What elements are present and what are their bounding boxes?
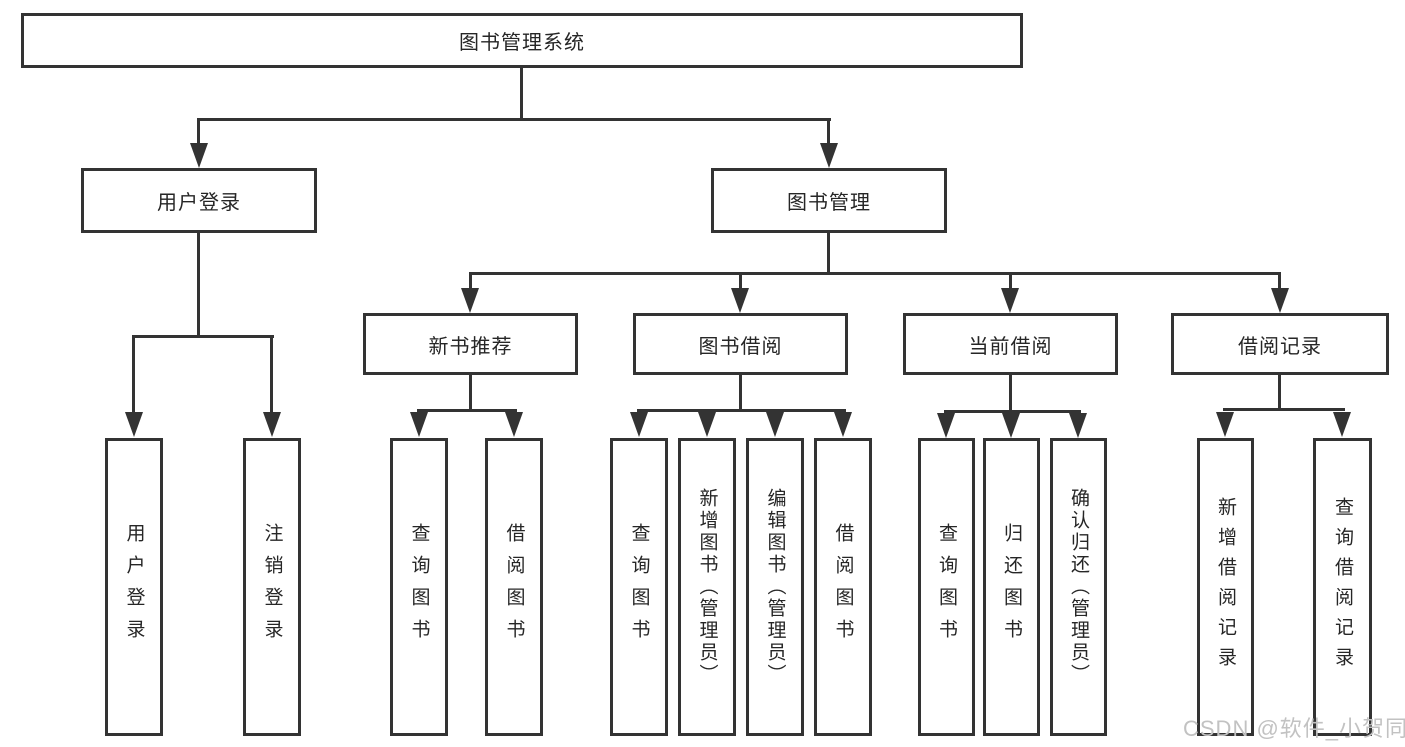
leaf-user-login: 用户登录: [105, 438, 163, 736]
node-label: 图书借阅: [698, 335, 783, 358]
node-new-book-recommend: 新书推荐: [363, 313, 578, 375]
connector-borrow-hline: [637, 409, 846, 412]
arrowhead-down-icon: [1069, 413, 1087, 438]
arrowhead-down-icon: [820, 143, 838, 168]
arrowhead-down-icon: [1271, 288, 1289, 313]
node-label: 用户登录: [157, 192, 241, 214]
arrowhead-down-icon: [1216, 412, 1234, 437]
csdn-watermark: CSDN @软件_小贺同学: [1183, 716, 1405, 741]
leaf-label: 编辑图书（管理员）: [764, 488, 786, 686]
connector-stub-borrow: [739, 272, 742, 290]
arrowhead-down-icon: [731, 288, 749, 313]
connector-current-vline: [1009, 375, 1012, 413]
leaf-label: 用户登录: [123, 523, 145, 651]
node-borrow-record: 借阅记录: [1171, 313, 1389, 375]
leaf-logout: 注销登录: [243, 438, 301, 736]
arrowhead-down-icon: [1001, 288, 1019, 313]
connector-bookmgmt-vline: [827, 233, 830, 275]
leaf-query-book-1: 查询图书: [390, 438, 448, 736]
arrowhead-down-icon: [630, 412, 648, 437]
arrowhead-down-icon: [834, 412, 852, 437]
arrowhead-down-icon: [1333, 412, 1351, 437]
connector-stub-newbook: [469, 272, 472, 290]
connector-stub-current: [1009, 272, 1012, 290]
leaf-add-book-admin: 新增图书（管理员）: [678, 438, 736, 736]
connector-stub-book-mgmt: [827, 118, 830, 148]
leaf-edit-book-admin: 编辑图书（管理员）: [746, 438, 804, 736]
arrowhead-down-icon: [698, 412, 716, 437]
node-user-login: 用户登录: [81, 168, 317, 233]
node-current-borrow: 当前借阅: [903, 313, 1118, 375]
node-label: 图书管理系统: [459, 32, 585, 54]
arrowhead-down-icon: [461, 288, 479, 313]
leaf-query-borrow-record: 查询借阅记录: [1313, 438, 1372, 736]
leaf-label: 查询借阅记录: [1332, 497, 1353, 677]
leaf-borrow-book-1: 借阅图书: [485, 438, 543, 736]
connector-stub-leaf-login: [132, 335, 135, 413]
leaf-label: 新增图书（管理员）: [696, 488, 718, 686]
arrowhead-down-icon: [937, 413, 955, 438]
connector-stub-user-login: [197, 118, 200, 148]
connector-record-vline: [1278, 375, 1281, 411]
leaf-label: 借阅图书: [503, 523, 525, 651]
leaf-query-book-3: 查询图书: [918, 438, 975, 736]
connector-record-hline: [1223, 408, 1345, 411]
arrowhead-down-icon: [1002, 413, 1020, 438]
arrowhead-down-icon: [125, 412, 143, 437]
leaf-borrow-book-2: 借阅图书: [814, 438, 872, 736]
connector-level1-hline: [197, 118, 831, 121]
node-library-system: 图书管理系统: [21, 13, 1023, 68]
arrowhead-down-icon: [190, 143, 208, 168]
arrowhead-down-icon: [505, 412, 523, 437]
arrowhead-down-icon: [263, 412, 281, 437]
connector-bookmgmt-hline: [469, 272, 1281, 275]
leaf-label: 归还图书: [1001, 523, 1022, 651]
node-book-borrow: 图书借阅: [633, 313, 848, 375]
connector-current-hline: [944, 410, 1081, 413]
leaf-add-borrow-record: 新增借阅记录: [1197, 438, 1254, 736]
leaf-label: 查询图书: [408, 523, 430, 651]
node-label: 借阅记录: [1238, 335, 1322, 358]
leaf-label: 查询图书: [628, 523, 650, 651]
arrowhead-down-icon: [410, 412, 428, 437]
leaf-query-book-2: 查询图书: [610, 438, 668, 736]
connector-root-vline: [520, 68, 523, 118]
node-label: 新书推荐: [428, 335, 513, 358]
node-label: 图书管理: [787, 192, 871, 214]
connector-userlogin-hline: [132, 335, 274, 338]
connector-newbook-vline: [469, 375, 472, 412]
leaf-label: 查询图书: [936, 523, 957, 651]
leaf-label: 确认归还（管理员）: [1068, 488, 1089, 686]
leaf-label: 新增借阅记录: [1215, 497, 1236, 677]
connector-userlogin-vline: [197, 233, 200, 338]
arrowhead-down-icon: [766, 412, 784, 437]
connector-newbook-hline: [417, 409, 517, 412]
node-label: 当前借阅: [968, 335, 1053, 358]
connector-stub-record: [1278, 272, 1281, 290]
connector-stub-leaf-logout: [270, 335, 273, 413]
leaf-return-book: 归还图书: [983, 438, 1040, 736]
connector-borrow-vline: [739, 375, 742, 412]
leaf-label: 借阅图书: [832, 523, 854, 651]
leaf-confirm-return-admin: 确认归还（管理员）: [1050, 438, 1107, 736]
leaf-label: 注销登录: [261, 523, 283, 651]
node-book-management: 图书管理: [711, 168, 947, 233]
